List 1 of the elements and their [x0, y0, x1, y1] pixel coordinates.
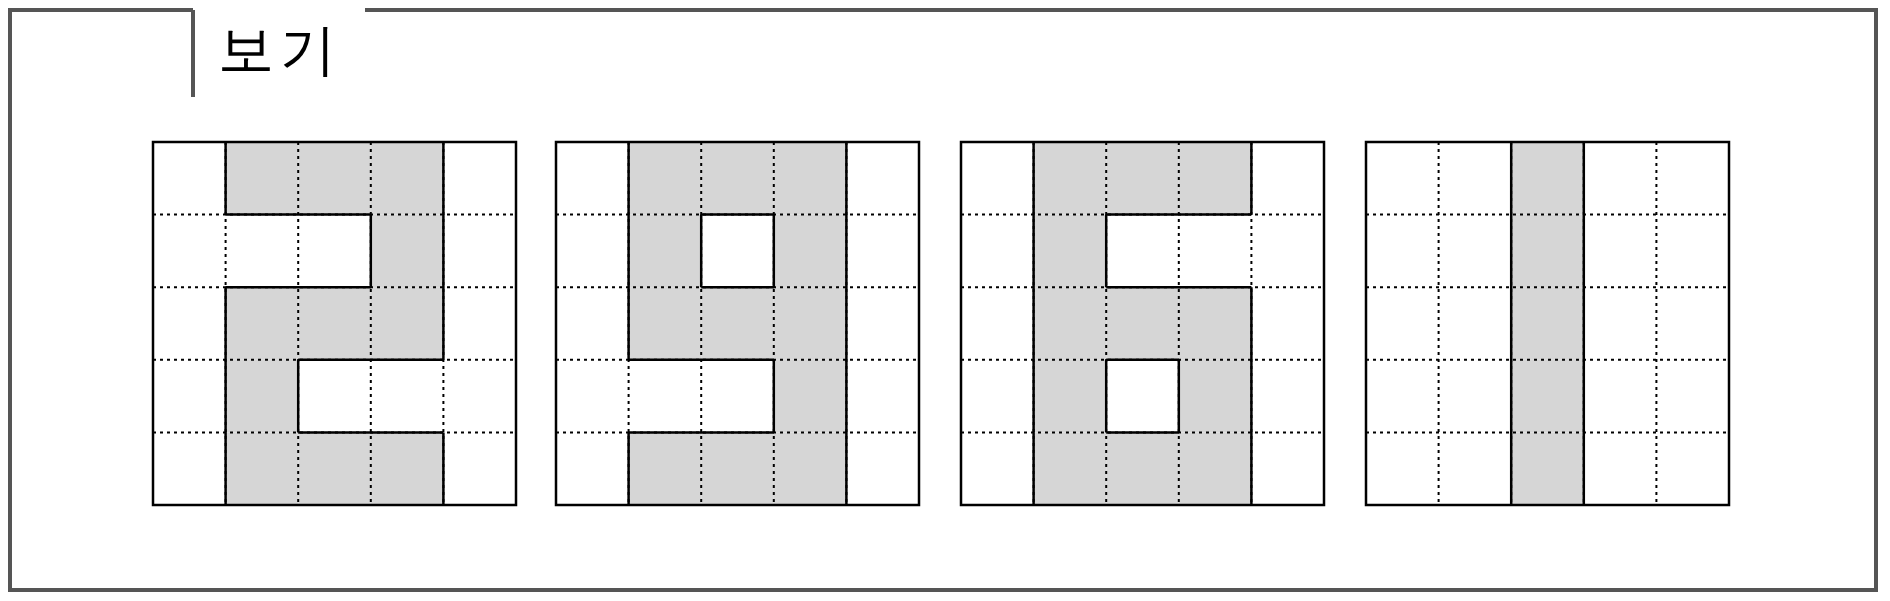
title: 보기: [218, 18, 342, 82]
